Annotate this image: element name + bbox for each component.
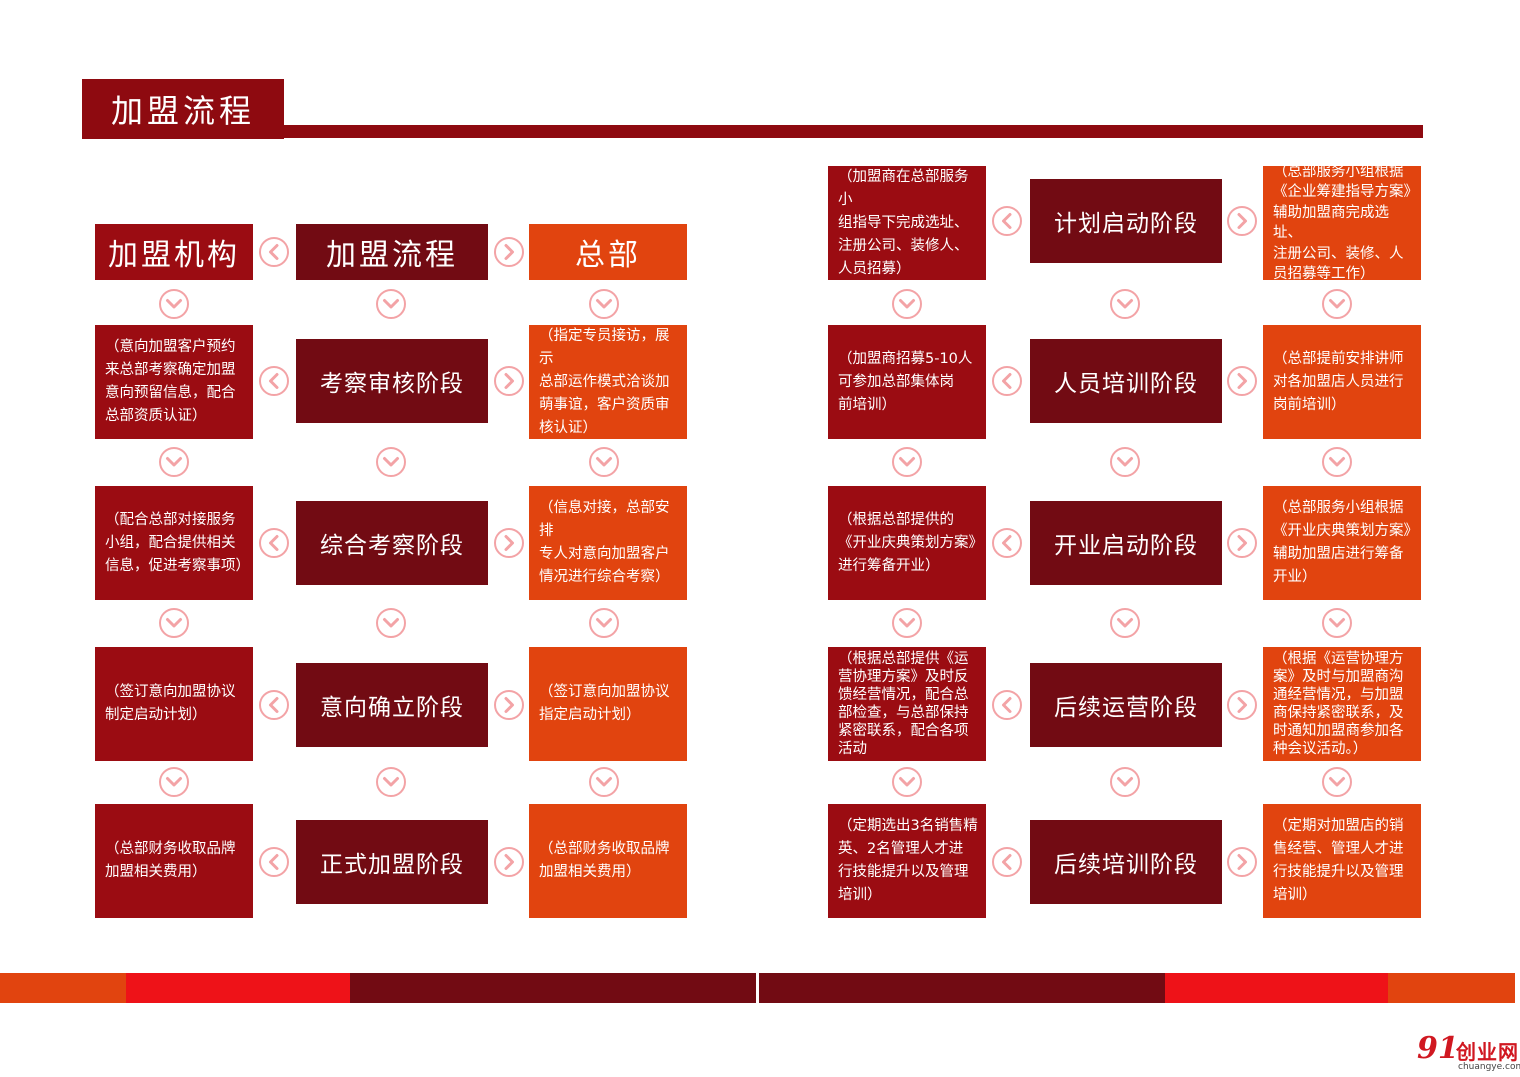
footer-bar-segment — [0, 973, 126, 1003]
right-stage-5-name: 后续培训阶段 — [1030, 820, 1222, 904]
arrow-right-icon — [493, 846, 525, 878]
header-rule — [282, 125, 1423, 138]
arrow-down-icon — [1109, 446, 1141, 478]
arrow-down-icon — [375, 288, 407, 320]
arrow-down-icon — [891, 607, 923, 639]
arrow-down-icon — [1109, 607, 1141, 639]
arrow-left-icon — [258, 365, 290, 397]
arrow-down-icon — [158, 766, 190, 798]
left-stage-3-hq-desc: （签订意向加盟协议指定启动计划） — [529, 647, 687, 761]
arrow-down-icon — [158, 607, 190, 639]
arrow-right-icon — [1226, 205, 1258, 237]
arrow-down-icon — [1321, 607, 1353, 639]
right-stage-1-name: 计划启动阶段 — [1030, 179, 1222, 263]
arrow-right-icon — [493, 527, 525, 559]
arrow-right-icon — [1226, 527, 1258, 559]
left-stage-3-name: 意向确立阶段 — [296, 663, 488, 747]
arrow-left-icon — [991, 689, 1023, 721]
right-stage-2-name: 人员培训阶段 — [1030, 339, 1222, 423]
right-stage-3-org-desc: （根据总部提供的《开业庆典策划方案》进行筹备开业） — [828, 486, 986, 600]
arrow-down-icon — [158, 446, 190, 478]
arrow-down-icon — [375, 607, 407, 639]
arrow-down-icon — [1321, 446, 1353, 478]
left-stage-1-hq-desc: （指定专员接访，展示总部运作模式洽谈加萌事谊，客户资质审核认证） — [529, 325, 687, 439]
logo-number: 91 — [1417, 1031, 1459, 1066]
arrow-down-icon — [1321, 288, 1353, 320]
arrow-right-icon — [493, 236, 525, 268]
arrow-right-icon — [1226, 689, 1258, 721]
right-stage-3-hq-desc: （总部服务小组根据《开业庆典策划方案》辅助加盟店进行筹备开业） — [1263, 486, 1421, 600]
right-stage-3-name: 开业启动阶段 — [1030, 501, 1222, 585]
footer-bar-segment — [1388, 973, 1515, 1003]
arrow-down-icon — [375, 766, 407, 798]
page-title: 加盟流程 — [82, 79, 284, 139]
arrow-down-icon — [158, 288, 190, 320]
right-stage-5-hq-desc: （定期对加盟店的销售经营、管理人才进行技能提升以及管理培训） — [1263, 804, 1421, 918]
right-stage-1-org-desc: （加盟商在总部服务小组指导下完成选址、注册公司、装修人、人员招募） — [828, 166, 986, 280]
left-stage-2-name: 综合考察阶段 — [296, 501, 488, 585]
arrow-left-icon — [991, 846, 1023, 878]
arrow-down-icon — [1109, 288, 1141, 320]
arrow-down-icon — [1109, 766, 1141, 798]
arrow-right-icon — [1226, 365, 1258, 397]
arrow-down-icon — [588, 766, 620, 798]
footer-bar-segment — [759, 973, 1165, 1003]
column-header-org: 加盟机构 — [95, 224, 253, 280]
arrow-down-icon — [1321, 766, 1353, 798]
left-stage-2-org-desc: （配合总部对接服务小组，配合提供相关信息，促进考察事项） — [95, 486, 253, 600]
arrow-down-icon — [891, 446, 923, 478]
right-stage-2-org-desc: （加盟商招募5-10人可参加总部集体岗前培训） — [828, 325, 986, 439]
arrow-left-icon — [991, 527, 1023, 559]
arrow-down-icon — [891, 288, 923, 320]
arrow-left-icon — [258, 527, 290, 559]
arrow-left-icon — [258, 236, 290, 268]
footer-bar-segment — [126, 973, 350, 1003]
arrow-right-icon — [1226, 846, 1258, 878]
arrow-left-icon — [991, 365, 1023, 397]
right-stage-1-hq-desc: （总部服务小组根据《企业筹建指导方案》辅助加盟商完成选址、注册公司、装修、人员招… — [1263, 164, 1421, 282]
arrow-right-icon — [493, 689, 525, 721]
column-header-process: 加盟流程 — [296, 224, 488, 280]
footer-bar-segment — [350, 973, 756, 1003]
arrow-down-icon — [375, 446, 407, 478]
left-stage-1-org-desc: （意向加盟客户预约来总部考察确定加盟意向预留信息，配合总部资质认证） — [95, 325, 253, 439]
left-stage-1-name: 考察审核阶段 — [296, 339, 488, 423]
right-stage-4-hq-desc: （根据《运营协理方案》及时与加盟商沟通经营情况，与加盟商保持紧密联系，及时通知加… — [1263, 647, 1421, 761]
right-stage-4-org-desc: （根据总部提供《运营协理方案》及时反馈经营情况，配合总部检查，与总部保持紧密联系… — [828, 647, 986, 761]
logo-domain: chuangye.com — [1458, 1062, 1520, 1072]
left-stage-4-hq-desc: （总部财务收取品牌加盟相关费用） — [529, 804, 687, 918]
column-header-hq: 总部 — [529, 224, 687, 280]
right-stage-2-hq-desc: （总部提前安排讲师对各加盟店人员进行岗前培训） — [1263, 325, 1421, 439]
arrow-down-icon — [891, 766, 923, 798]
right-stage-4-name: 后续运营阶段 — [1030, 663, 1222, 747]
left-stage-4-org-desc: （总部财务收取品牌加盟相关费用） — [95, 804, 253, 918]
arrow-down-icon — [588, 288, 620, 320]
arrow-left-icon — [258, 689, 290, 721]
arrow-right-icon — [493, 365, 525, 397]
left-stage-2-hq-desc: （信息对接，总部安排专人对意向加盟客户情况进行综合考察） — [529, 486, 687, 600]
left-stage-4-name: 正式加盟阶段 — [296, 820, 488, 904]
arrow-left-icon — [258, 846, 290, 878]
footer-bar-segment — [1165, 973, 1388, 1003]
arrow-down-icon — [588, 446, 620, 478]
left-stage-3-org-desc: （签订意向加盟协议制定启动计划） — [95, 647, 253, 761]
arrow-left-icon — [991, 205, 1023, 237]
arrow-down-icon — [588, 607, 620, 639]
logo-name: 创业网 — [1456, 1040, 1519, 1064]
right-stage-5-org-desc: （定期选出3名销售精英、2名管理人才进行技能提升以及管理培训） — [828, 804, 986, 918]
